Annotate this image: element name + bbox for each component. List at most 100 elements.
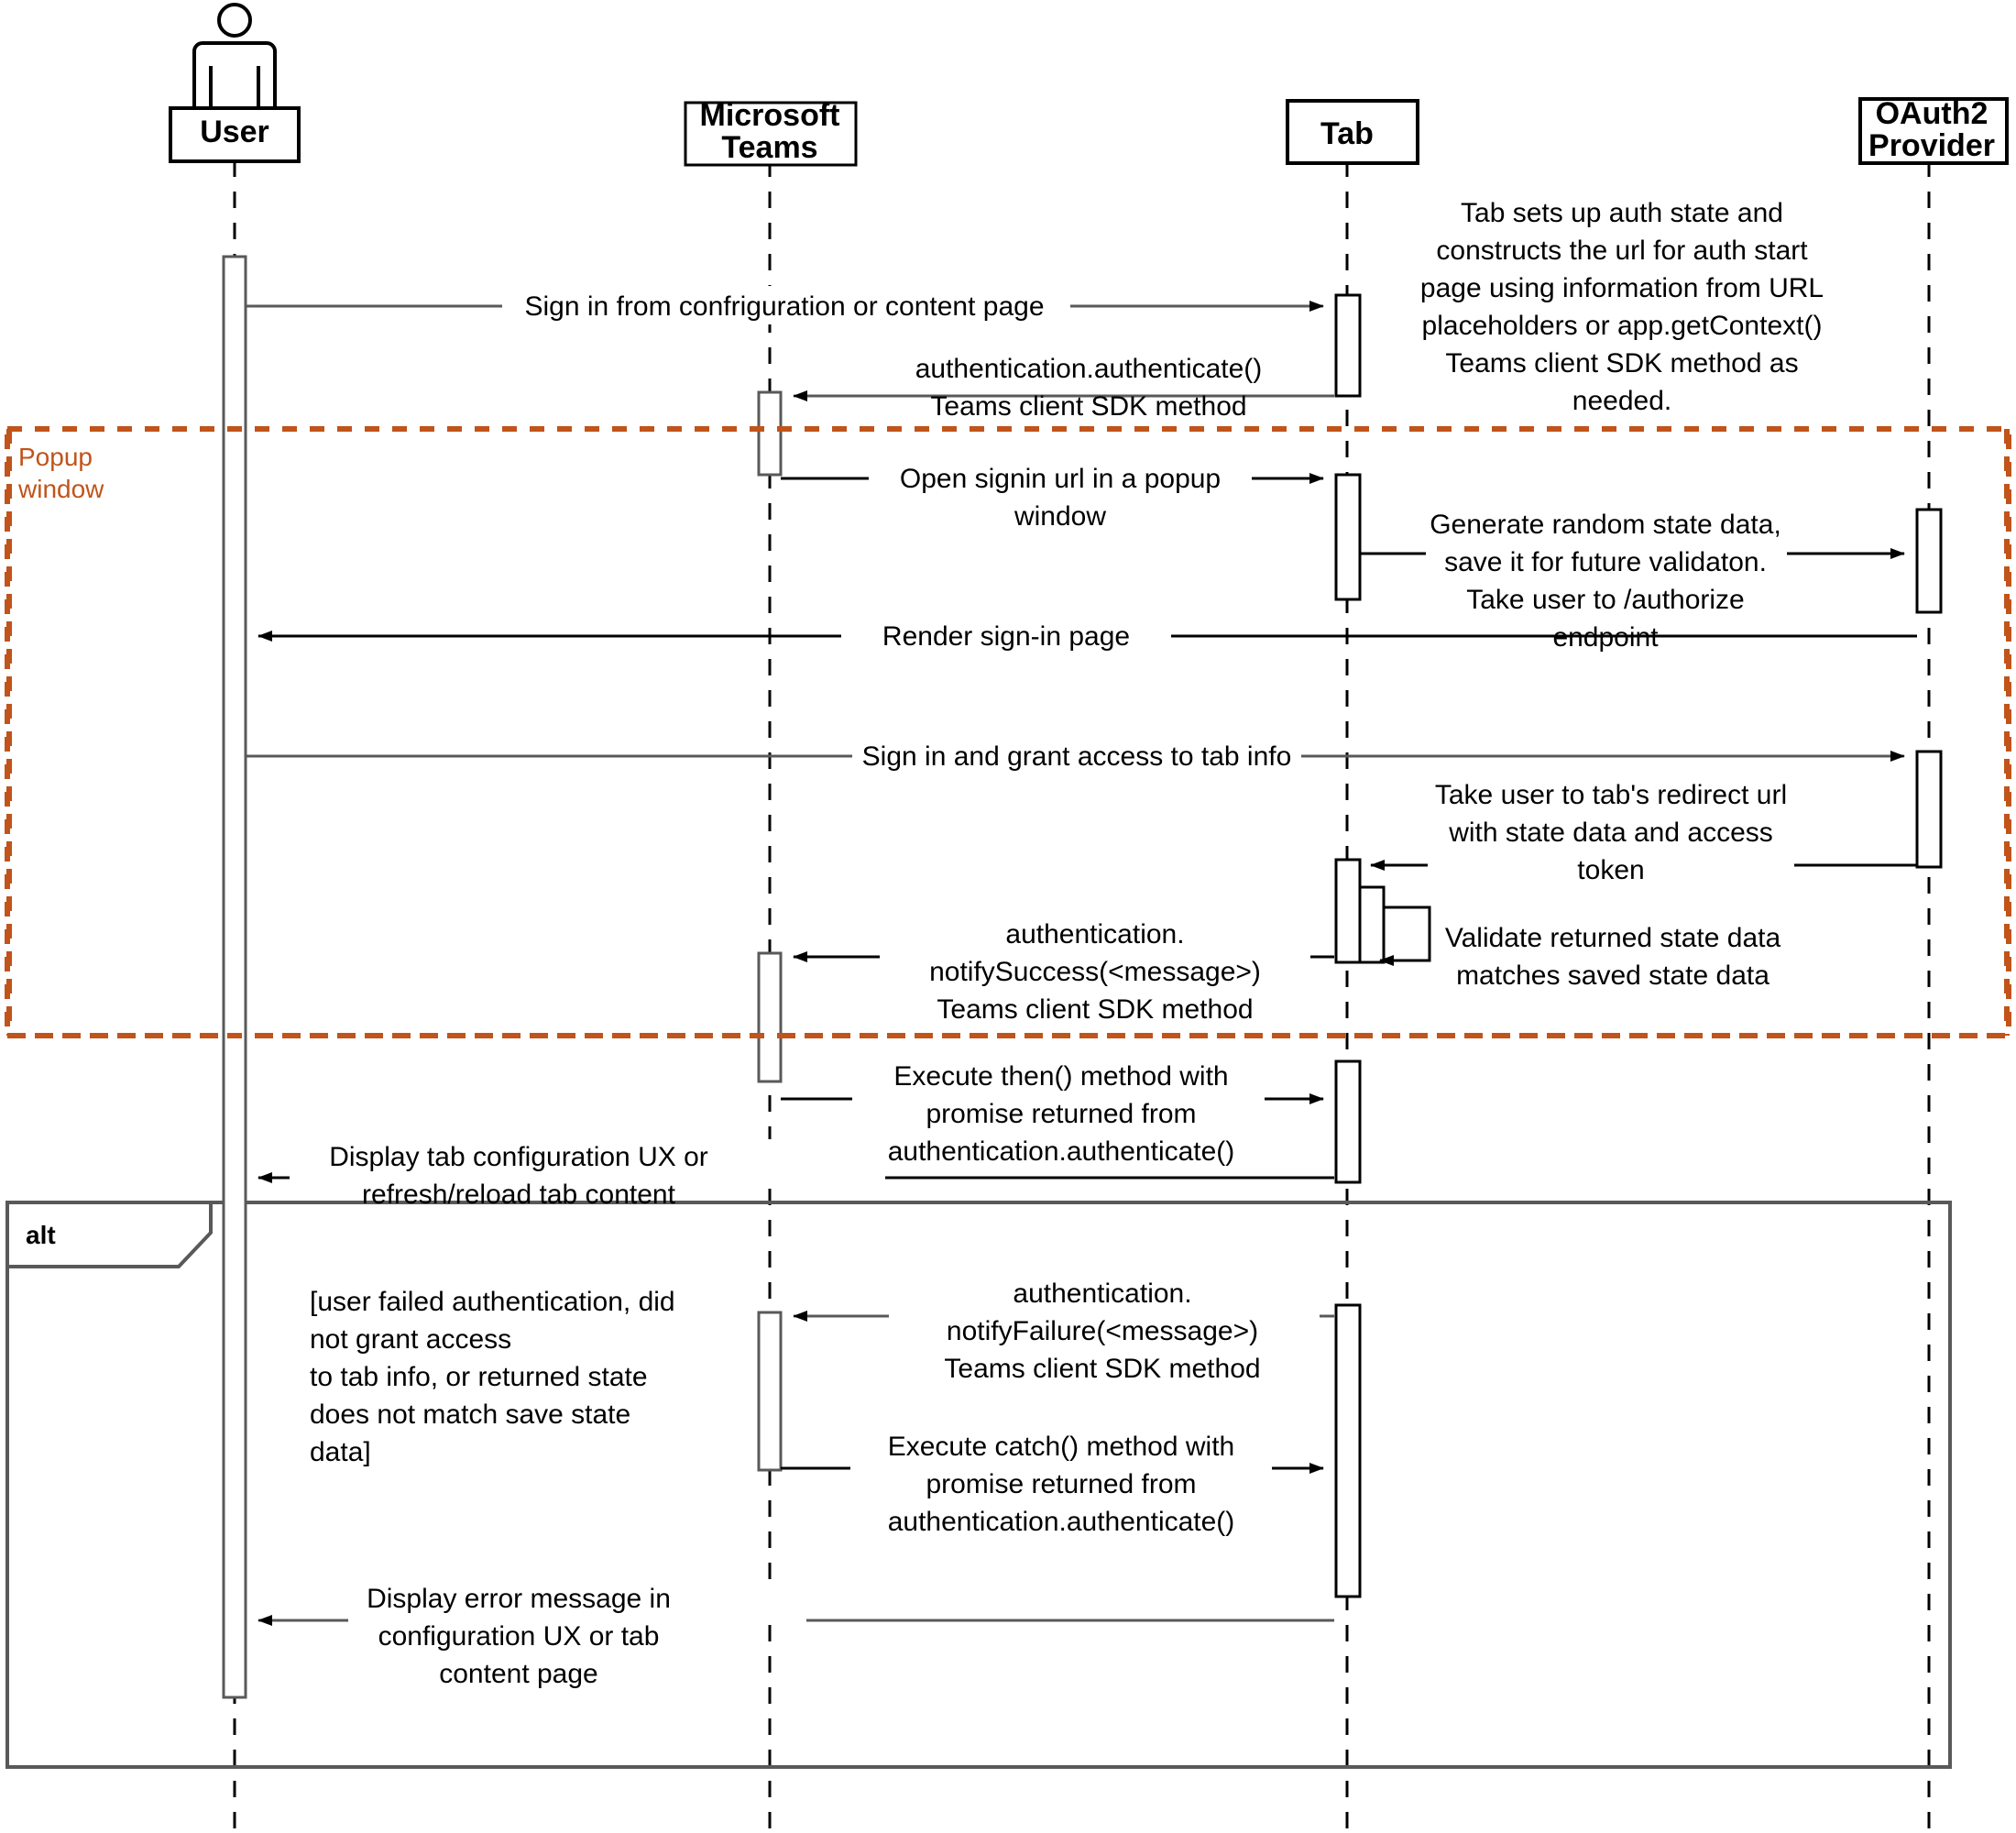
note-tab-setup: Tab sets up auth state and constructs th… <box>1402 192 1842 431</box>
message-m1[interactable]: Sign in from confriguration or content p… <box>246 286 1324 324</box>
lifeline-label-tab: Tab <box>1320 116 1374 151</box>
message-m13[interactable]: Execute catch() method with promise retu… <box>781 1430 1324 1537</box>
message-m3-label-line2: window <box>1013 501 1106 532</box>
message-m10-label-line1: Execute then() method with <box>893 1061 1228 1092</box>
note-tab-setup-line2: constructs the url for auth start <box>1436 236 1808 266</box>
message-m9-label-line2: notifySuccess(<message>) <box>929 957 1261 987</box>
note-tab-setup-line5: Teams client SDK method as <box>1445 348 1798 379</box>
lifeline-box-user[interactable] <box>169 106 301 163</box>
message-m14-label-bg <box>348 1582 806 1624</box>
activation-tab-5 <box>1334 1303 1362 1598</box>
message-m3-label-line1: Open signin url in a popup <box>900 464 1221 494</box>
note-generate-state-l3: Take user to /authorize <box>1466 585 1745 615</box>
fragment-alt-frame <box>5 1201 1952 1769</box>
note-validate-state-l1: Validate returned state data <box>1445 923 1781 953</box>
message-m1-label: Sign in from confriguration or content p… <box>525 291 1045 322</box>
activation-tab-1 <box>1334 293 1362 398</box>
message-m5[interactable]: Render sign-in page <box>257 616 1917 654</box>
message-m8-arrow <box>1379 906 1431 966</box>
message-m9-label-bg <box>880 916 1310 959</box>
message-m1-label-bg <box>502 286 1070 324</box>
message-m11-label-line1: Display tab configuration UX or <box>329 1142 708 1172</box>
message-m13-label-line2: promise returned from <box>926 1469 1196 1499</box>
message-m9[interactable]: authentication. notifySuccess(<message>)… <box>793 916 1334 1025</box>
activation-tab-4 <box>1334 1059 1362 1184</box>
message-m13-label-line3: authentication.authenticate() <box>888 1507 1235 1537</box>
message-m14-label-line1: Display error message in <box>367 1584 671 1614</box>
message-m12-label-line1: authentication. <box>1013 1279 1191 1309</box>
message-m3[interactable]: Open signin url in a popup window <box>781 458 1324 532</box>
lifeline-label-user: User <box>200 115 269 149</box>
message-m7[interactable]: Take user to tab's redirect url with sta… <box>1370 774 1917 895</box>
activation-oauth-1 <box>1915 508 1943 614</box>
message-m11-label-bg <box>290 1139 885 1180</box>
fragment-alt-guard: [user failed authentication, did not gra… <box>310 1287 675 1467</box>
activation-tab-3-nested <box>1358 885 1386 964</box>
message-m8-self-call[interactable] <box>1379 906 1431 966</box>
message-m4[interactable]: Generate random state data, save it for … <box>1360 510 1905 665</box>
message-m12-label-bg <box>889 1276 1320 1318</box>
message-m2-label-bg1 <box>852 348 1329 389</box>
message-m14-label-line3: content page <box>439 1659 597 1689</box>
activation-bars <box>222 255 1943 1699</box>
note-redirect-url-l3: token <box>1577 855 1644 885</box>
message-m7-note-bg <box>1428 774 1794 895</box>
message-m6-label-bg <box>852 736 1301 774</box>
message-m4-note-bg <box>1426 510 1787 665</box>
message-m2-label-line2: Teams client SDK method <box>930 391 1246 422</box>
lifeline-label-teams-line1: Microsoft <box>700 98 840 133</box>
note-tab-setup-line1: Tab sets up auth state and <box>1461 198 1783 228</box>
message-m9-label-line1: authentication. <box>1005 919 1184 949</box>
lifeline-header-labels: User Microsoft Teams Tab OAuth2 Provider <box>200 96 1995 165</box>
message-m11-label-line2: refresh/reload tab content <box>362 1180 676 1210</box>
message-m11[interactable]: Display tab configuration UX or refresh/… <box>257 1139 1334 1210</box>
lifeline-box-tab[interactable] <box>1286 99 1419 165</box>
message-m3-label-bg <box>869 458 1252 497</box>
activation-teams-2 <box>757 951 783 1083</box>
note-tab-setup-line3: page using information from URL <box>1420 273 1824 303</box>
note-tab-setup-line6: needed. <box>1572 386 1671 416</box>
note-validate-state-l2: matches saved state data <box>1456 960 1769 991</box>
message-m10-label-line2: promise returned from <box>926 1099 1196 1129</box>
fragment-popup-window-overlay <box>6 426 2010 1038</box>
message-m2-label-line1: authentication.authenticate() <box>915 354 1263 384</box>
message-m12[interactable]: authentication. notifyFailure(<message>)… <box>793 1276 1334 1384</box>
note-tab-setup-bg <box>1402 192 1842 431</box>
message-m14-label-line2: configuration UX or tab <box>378 1621 660 1652</box>
message-m14[interactable]: Display error message in configuration U… <box>257 1582 1334 1689</box>
alt-guard-line-5: data] <box>310 1437 371 1467</box>
message-m13-label-line1: Execute catch() method with <box>888 1432 1235 1462</box>
note-generate-state-l1: Generate random state data, <box>1430 510 1781 540</box>
note-tab-setup-line4: placeholders or app.getContext() <box>1422 311 1823 341</box>
message-m12-label-line2: notifyFailure(<message>) <box>947 1316 1258 1346</box>
activation-teams-3 <box>757 1311 783 1472</box>
note-redirect-url-l1: Take user to tab's redirect url <box>1435 780 1787 810</box>
alt-guard-line-2: not grant access <box>310 1324 511 1355</box>
message-m13-label-bg <box>850 1430 1272 1472</box>
message-m6[interactable]: Sign in and grant access to tab info <box>246 736 1905 774</box>
message-m5-label-bg <box>841 616 1171 654</box>
popup-label-l1: Popup <box>18 443 93 471</box>
note-redirect-url-l2: with state data and access <box>1448 818 1773 848</box>
note-validate-state: Validate returned state data matches sav… <box>1445 923 1781 991</box>
fragment-alt: alt <box>5 1201 1952 1769</box>
activation-tab-2 <box>1334 473 1362 601</box>
message-m2[interactable]: authentication.authenticate() Teams clie… <box>793 348 1334 422</box>
message-m9-label-line3: Teams client SDK method <box>937 994 1253 1025</box>
lifeline-box-oauth[interactable] <box>1858 97 2009 165</box>
activation-oauth-2 <box>1915 750 1943 869</box>
fragment-alt-label: alt <box>26 1221 56 1249</box>
lifeline-label-oauth-line2: Provider <box>1868 128 1995 163</box>
message-m6-label: Sign in and grant access to tab info <box>862 741 1292 772</box>
lifeline-headers <box>169 97 2009 167</box>
message-m10[interactable]: Execute then() method with promise retur… <box>781 1059 1324 1167</box>
activation-teams-1 <box>757 390 783 477</box>
message-m10-label-line3: authentication.authenticate() <box>888 1136 1235 1167</box>
lifeline-box-teams[interactable] <box>684 101 858 167</box>
fragment-alt-label-tab <box>5 1201 213 1268</box>
activation-tab-3 <box>1334 858 1362 964</box>
lifeline-label-oauth-line1: OAuth2 <box>1876 96 1989 131</box>
alt-guard-line-3: to tab info, or returned state <box>310 1362 648 1392</box>
